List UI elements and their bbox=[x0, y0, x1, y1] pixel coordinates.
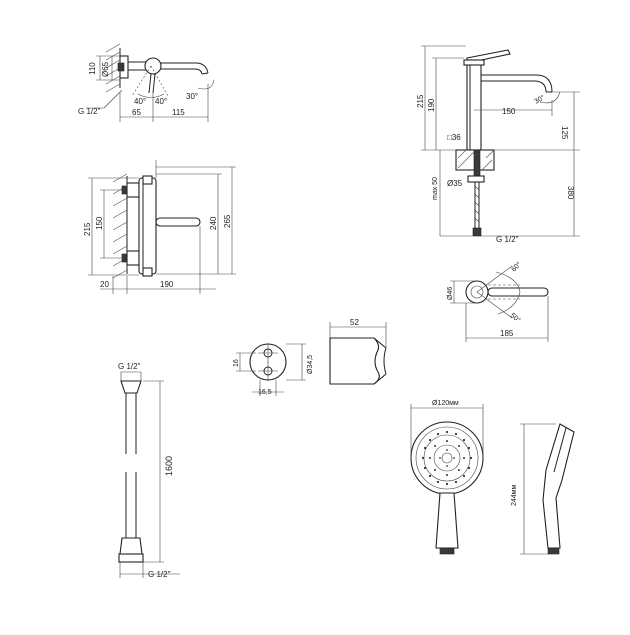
holder-side-view: 52 bbox=[329, 318, 387, 385]
dim-h380: 380 bbox=[566, 186, 575, 200]
dim-w190: 190 bbox=[160, 280, 174, 289]
dim-h215-basin: 215 bbox=[416, 94, 425, 108]
shower-hose-view: G 1/2" 1600 G 1/2" bbox=[118, 362, 180, 579]
dim-thread-basin: G 1/2" bbox=[496, 235, 519, 244]
dim-max50: max 50 bbox=[432, 177, 439, 200]
dim-w16-5: 16,5 bbox=[258, 389, 272, 396]
dim-d65: Ø65 bbox=[101, 61, 110, 77]
dim-h150: 150 bbox=[95, 216, 104, 230]
dim-w52: 52 bbox=[350, 318, 359, 327]
wall-mixer-view: 215 150 240 265 20 190 bbox=[83, 160, 236, 294]
hose-thread-top: G 1/2" bbox=[118, 362, 141, 371]
dim-h125-basin: 125 bbox=[560, 126, 569, 140]
dim-angle-40b: 40° bbox=[155, 97, 167, 106]
holder-plate-view: 16 16,5 Ø34,5 bbox=[233, 343, 314, 396]
dim-angle-50: 50° bbox=[509, 311, 522, 324]
dim-d46: Ø46 bbox=[447, 287, 454, 300]
hose-thread-bottom: G 1/2" bbox=[148, 570, 171, 579]
hand-shower-diameter: Ø120мм bbox=[432, 400, 459, 407]
basin-top-view: Ø46 60° 50° 185 bbox=[447, 260, 549, 342]
hand-shower-side-view: 244мм bbox=[511, 423, 575, 555]
dim-h190-basin: 190 bbox=[427, 98, 436, 112]
dim-d34-5: Ø34,5 bbox=[307, 355, 314, 374]
hand-shower-length: 244мм bbox=[511, 485, 518, 506]
dim-sq36: □36 bbox=[447, 133, 461, 142]
dim-angle-40a: 40° bbox=[134, 97, 146, 106]
dim-w115: 115 bbox=[172, 108, 185, 117]
dim-thread-g12: G 1/2" bbox=[78, 107, 101, 116]
dim-h265: 265 bbox=[223, 214, 232, 228]
dim-d35: Ø35 bbox=[447, 179, 463, 188]
dim-w185: 185 bbox=[500, 329, 514, 338]
dim-w150-basin: 150 bbox=[502, 107, 516, 116]
dim-w20: 20 bbox=[100, 280, 109, 289]
dim-angle-60: 60° bbox=[510, 260, 523, 273]
hose-length: 1600 bbox=[164, 456, 174, 476]
wall-spout-view: 110 Ø65 G 1/2" 40° 40° 30° 65 115 bbox=[78, 43, 215, 122]
dim-h110: 110 bbox=[88, 62, 97, 75]
dim-angle-30-basin: 30° bbox=[533, 93, 546, 105]
basin-mixer-view: 215 190 150 125 30° □36 Ø35 max 50 380 G… bbox=[416, 45, 580, 244]
dim-angle-30: 30° bbox=[186, 92, 198, 101]
hand-shower-front-view: Ø120мм bbox=[410, 400, 484, 555]
dim-h16: 16 bbox=[233, 359, 240, 367]
dim-h215: 215 bbox=[83, 222, 92, 236]
dim-w65: 65 bbox=[132, 108, 141, 117]
dim-h240: 240 bbox=[209, 216, 218, 230]
